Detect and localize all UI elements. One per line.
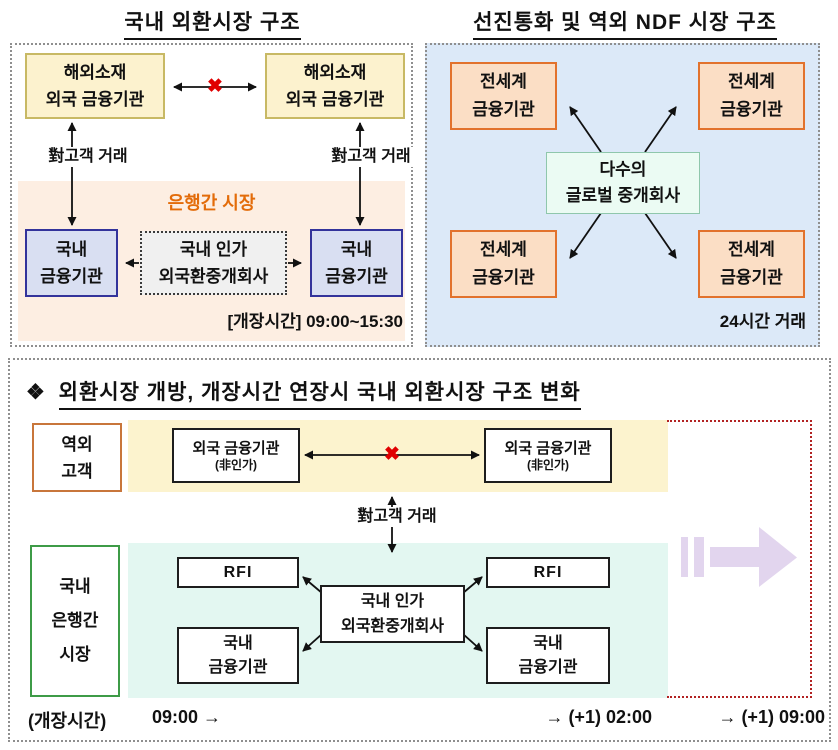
global-institution-top-left-box: 전세계 금융기관	[450, 62, 557, 130]
customer-deal-label-left: 對고객 거래	[38, 147, 138, 167]
opening-hours-label: (개장시간)	[28, 711, 107, 731]
fast-forward-arrow-icon	[681, 527, 797, 587]
rfi-right-box: RFI	[486, 557, 610, 588]
ndf-panel-title: 선진통화 및 역외 NDF 시장 구조	[425, 6, 825, 40]
extended-hours-dotted-region	[667, 420, 812, 698]
customer-deal-label-center: 對고객 거래	[342, 507, 452, 527]
licensed-fx-broker-box: 국내 인가 외국환중개회사	[140, 231, 287, 295]
licensed-fx-broker-box-bottom: 국내 인가 외국환중개회사	[320, 585, 465, 643]
foreign-institution-left-box: 외국 금융기관 (非인가)	[172, 428, 300, 483]
blocked-x-icon: ✖	[384, 444, 400, 465]
global-institution-bottom-right-box: 전세계 금융기관	[698, 230, 805, 298]
domestic-institution-left-box: 국내 금융기관	[25, 229, 118, 297]
rfi-left-box: RFI	[177, 557, 299, 588]
interbank-market-label: 은행간 시장	[167, 193, 256, 213]
global-institution-top-right-box: 전세계 금융기관	[698, 62, 805, 130]
foreign-institution-right-box: 외국 금융기관 (非인가)	[484, 428, 612, 483]
domestic-panel-title: 국내 외환시장 구조	[0, 6, 425, 40]
domestic-institution-right-box: 국내 금융기관	[310, 229, 403, 297]
opening-hours-end: → (+1) 09:00	[718, 707, 825, 727]
opening-hours-mid: → (+1) 02:00	[545, 707, 652, 727]
customer-deal-label-right: 對고객 거래	[321, 147, 421, 167]
domestic-institution-right-box-bottom: 국내 금융기관	[486, 627, 610, 684]
ndf-market-hours: 24시간 거래	[719, 312, 806, 331]
opening-hours-start: 09:00 →	[152, 707, 222, 727]
change-panel-title: ❖ 외환시장 개방, 개장시간 연장시 국내 외환시장 구조 변화	[26, 376, 816, 410]
diamond-bullet-icon: ❖	[26, 381, 45, 404]
blocked-x-icon: ✖	[207, 76, 223, 97]
domestic-interbank-market-box: 국내 은행간 시장	[30, 545, 120, 697]
offshore-customer-box: 역외 고객	[32, 423, 122, 492]
global-institution-bottom-left-box: 전세계 금융기관	[450, 230, 557, 298]
global-broker-box: 다수의 글로벌 중개회사	[546, 152, 700, 214]
overseas-foreign-institution-right-box: 해외소재 외국 금융기관	[265, 53, 405, 119]
domestic-market-hours: [개장시간] 09:00~15:30	[227, 312, 404, 331]
domestic-institution-left-box-bottom: 국내 금융기관	[177, 627, 299, 684]
overseas-foreign-institution-left-box: 해외소재 외국 금융기관	[25, 53, 165, 119]
